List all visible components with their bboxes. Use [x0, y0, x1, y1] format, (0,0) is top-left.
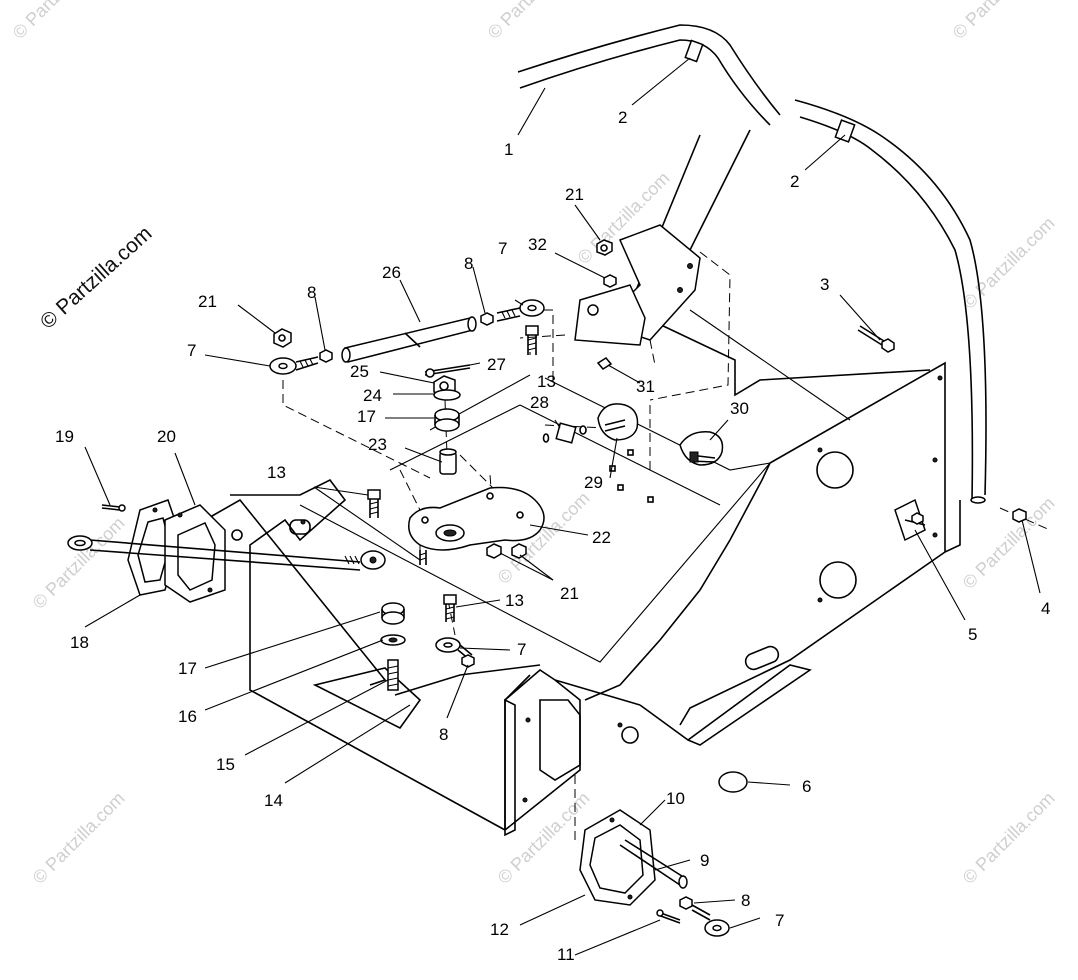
- lower-center-parts: [380, 594, 475, 691]
- left-shifter-assembly: [67, 499, 386, 603]
- callout-12: 12: [490, 920, 509, 939]
- handlebar-tubes: [517, 24, 987, 504]
- watermark-faint: © Partzilla.com: [29, 513, 129, 613]
- callout-11: 11: [557, 945, 575, 964]
- watermark-main: © Partzilla.com: [36, 222, 157, 334]
- callout-16: 16: [178, 707, 197, 726]
- callout-2: 2: [790, 172, 799, 191]
- callout-32: 32: [528, 235, 547, 254]
- callout-13: 13: [267, 463, 286, 482]
- callout-1: 1: [504, 140, 513, 159]
- callout-19: 19: [55, 427, 74, 446]
- callout-28: 28: [530, 393, 549, 412]
- callout-31: 31: [636, 377, 655, 396]
- callout-22: 22: [592, 528, 611, 547]
- callout-23: 23: [368, 435, 387, 454]
- callout-15: 15: [216, 755, 235, 774]
- callout-26: 26: [382, 263, 401, 282]
- watermark-faint: © Partzilla.com: [494, 788, 594, 888]
- watermark-faint: © Partzilla.com: [959, 493, 1059, 593]
- callout-2: 2: [618, 108, 627, 127]
- callout-13: 13: [505, 591, 524, 610]
- watermark-faint: © Partzilla.com: [29, 788, 129, 888]
- callout-27: 27: [487, 355, 506, 374]
- callout-18: 18: [70, 633, 89, 652]
- callout-14: 14: [264, 791, 283, 810]
- callout-17: 17: [178, 659, 197, 678]
- chassis-frame: [204, 309, 961, 837]
- callout-29: 29: [584, 473, 603, 492]
- watermark-faint: © Partzilla.com: [959, 213, 1059, 313]
- callout-13: 13: [537, 372, 556, 391]
- callout-7: 7: [517, 640, 526, 659]
- linkage-parts: [269, 239, 1027, 793]
- callout-25: 25: [350, 362, 369, 381]
- lower-shifter-assembly: [579, 809, 730, 937]
- callout-30: 30: [730, 399, 749, 418]
- leader-lines: [84, 57, 1041, 956]
- watermark-faint: © Partzilla.com: [9, 0, 109, 43]
- callout-20: 20: [157, 427, 176, 446]
- callout-24: 24: [363, 386, 382, 405]
- watermark-faint: © Partzilla.com: [949, 0, 1049, 43]
- callout-labels: 1 2 2 3 4 5 6 7 7 7 7 8 8 8 8 9 10 11 12…: [55, 108, 1050, 964]
- callout-3: 3: [820, 275, 829, 294]
- callout-21: 21: [565, 185, 584, 204]
- watermark-faint: © Partzilla.com: [484, 0, 584, 43]
- callout-21: 21: [198, 292, 217, 311]
- callout-10: 10: [666, 789, 685, 808]
- callout-21: 21: [560, 584, 579, 603]
- callout-8: 8: [741, 891, 750, 910]
- callout-5: 5: [968, 625, 977, 644]
- callout-7: 7: [187, 341, 196, 360]
- callout-9: 9: [700, 851, 709, 870]
- callout-7: 7: [775, 911, 784, 930]
- callout-8: 8: [307, 283, 316, 302]
- callout-6: 6: [802, 777, 811, 796]
- callout-4: 4: [1041, 599, 1050, 618]
- watermark-faint: © Partzilla.com: [959, 788, 1059, 888]
- callout-8: 8: [439, 725, 448, 744]
- callout-7: 7: [498, 239, 507, 258]
- callout-17: 17: [357, 407, 376, 426]
- callout-8: 8: [464, 254, 473, 273]
